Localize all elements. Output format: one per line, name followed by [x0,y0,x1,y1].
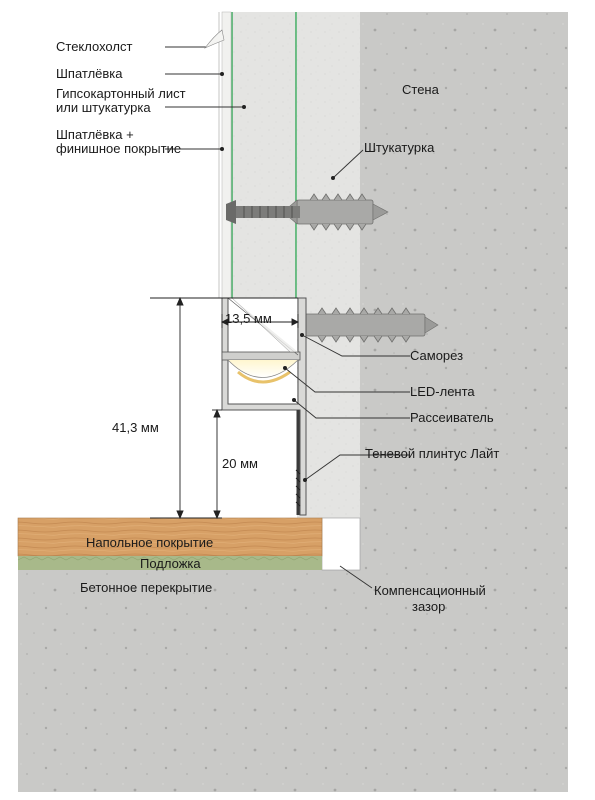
label-napolnoe: Напольное покрытие [86,535,214,550]
compensation-gap [321,517,361,571]
floor-covering [17,517,323,557]
dim-gap-height [212,408,222,520]
plaster-layer [297,12,360,520]
label-rasseivatel: Рассеиватель [410,410,494,425]
label-shpatlevka-finish-line1: Шпатлёвка + [56,127,134,142]
label-zazor-line2: зазор [412,599,446,614]
shadow-profile [221,297,307,516]
drywall-sheet [232,12,296,298]
leader-dots [220,72,335,482]
label-zazor-line1: Компенсационный [374,583,486,598]
label-shpatlevka: Шпатлёвка [56,66,123,81]
label-stena: Стена [402,82,439,97]
screw-lower [298,307,439,343]
label-samorez: Саморез [410,348,464,363]
label-gkl-line1: Гипсокартонный лист [56,86,186,101]
dim-width [220,314,300,328]
label-steklokholst: Стеклохолст [56,39,133,54]
label-shtukaturka: Штукатурка [364,140,435,155]
underlay-texture [17,556,319,561]
concrete-wall [360,12,568,570]
label-dim-gap-height: 20 мм [222,456,258,471]
label-plintus: Теневой плинтус Лайт [365,446,500,461]
dim-total-height [150,296,298,520]
label-led-lenta: LED-лента [410,384,475,399]
label-shpatlevka-finish-line2: финишное покрытие [56,141,182,156]
label-perekrytie: Бетонное перекрытие [80,580,213,595]
label-podlozhka: Подложка [140,556,201,571]
screw-upper [226,193,389,231]
underlay [18,556,322,570]
label-dim-width: 13,5 мм [225,311,272,326]
label-gkl-line2: или штукатурка [56,100,151,115]
glass-fabric-peel [204,29,225,49]
label-dim-total-height: 41,3 мм [112,420,159,435]
finish-layer [221,11,232,299]
concrete-slab [18,570,568,792]
